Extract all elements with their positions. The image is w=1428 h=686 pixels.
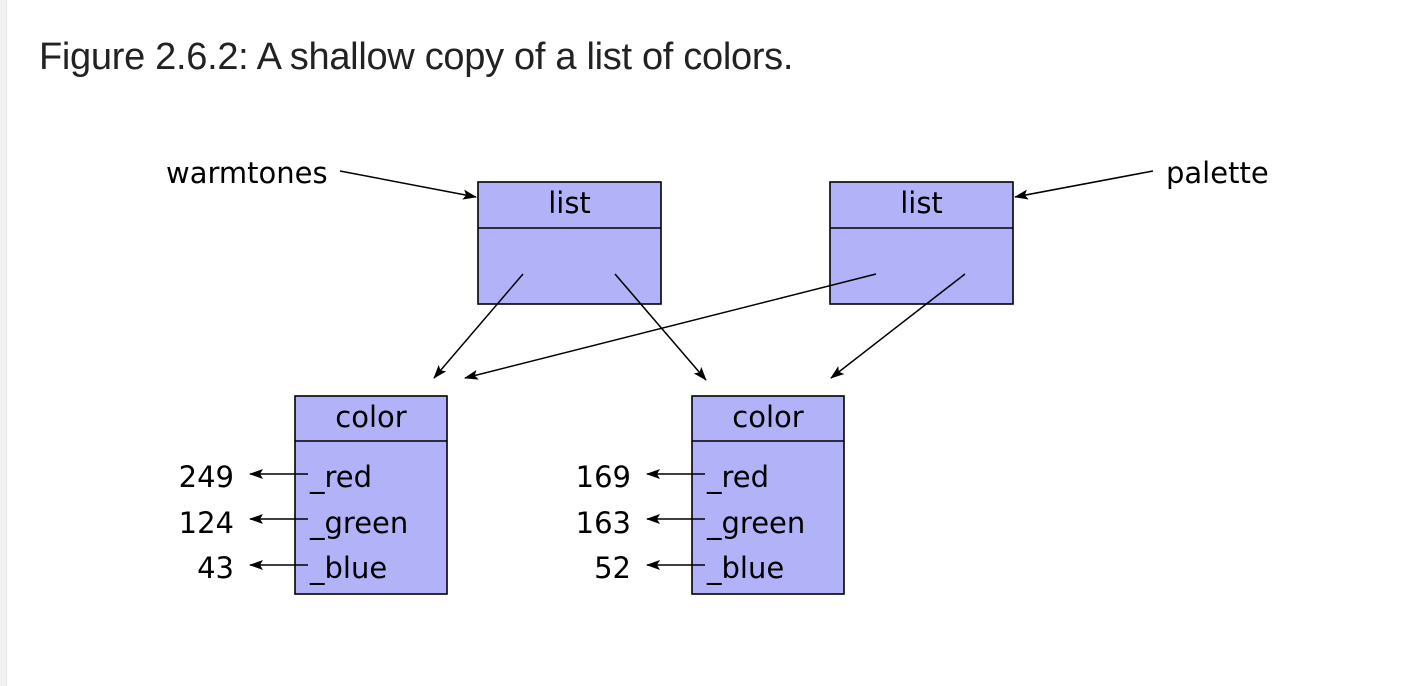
field-blue: _blue xyxy=(309,551,387,585)
arrow-list1-item0-to-color1 xyxy=(433,273,524,379)
value-red: 169 xyxy=(576,460,631,494)
color-type-label: color xyxy=(732,400,803,434)
color-type-label: color xyxy=(335,400,406,434)
field-red: _red xyxy=(309,460,372,494)
value-blue: 43 xyxy=(197,551,234,585)
field-green: _green xyxy=(309,506,408,540)
color-object-2: color _red _green _blue xyxy=(691,395,845,595)
value-red: 249 xyxy=(179,460,234,494)
value-green: 124 xyxy=(179,506,234,540)
arrow-palette-to-list xyxy=(1014,170,1154,200)
field-blue: _blue xyxy=(706,551,784,585)
field-red: _red xyxy=(706,460,769,494)
variable-warmtones: warmtones xyxy=(166,156,328,190)
list-box-warmtones: list xyxy=(477,181,662,305)
arrow-list2-item0-to-color1 xyxy=(464,273,877,380)
variable-palette: palette xyxy=(1166,156,1269,190)
color-object-1: color _red _green _blue xyxy=(294,395,448,595)
value-green: 163 xyxy=(576,506,631,540)
list-type-label: list xyxy=(548,186,591,220)
field-green: _green xyxy=(706,506,805,540)
list-type-label: list xyxy=(900,186,943,220)
arrow-list2-item1-to-color2 xyxy=(830,273,966,379)
arrow-warmtones-to-list xyxy=(339,170,477,200)
value-blue: 52 xyxy=(594,551,631,585)
figure-caption: Figure 2.6.2: A shallow copy of a list o… xyxy=(39,36,794,78)
list-box-palette: list xyxy=(829,181,1014,305)
arrow-list1-item1-to-color2 xyxy=(614,273,707,381)
